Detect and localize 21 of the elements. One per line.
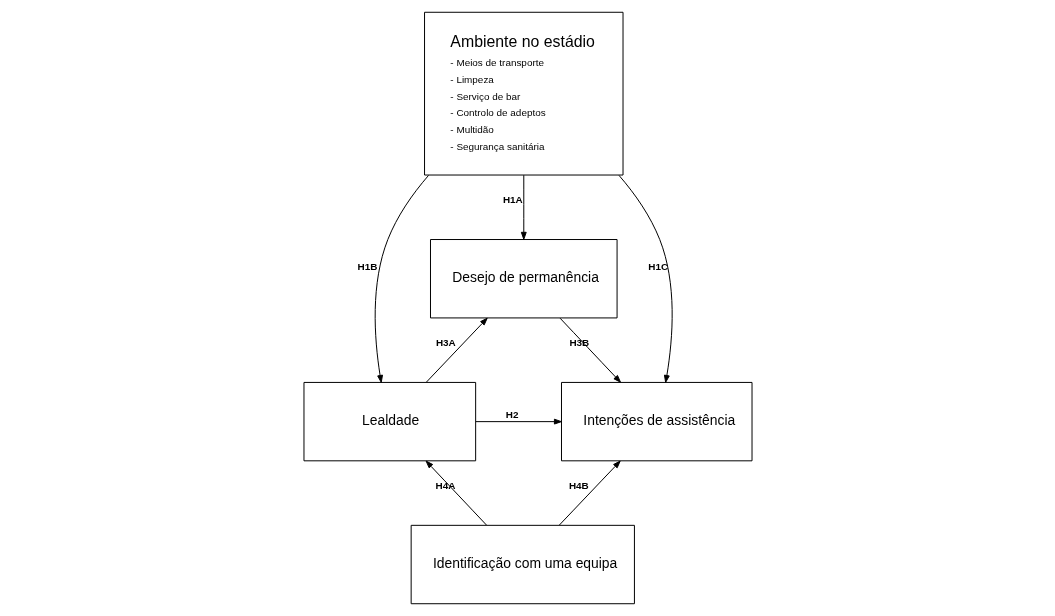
edge-label: H1C	[647, 261, 668, 273]
node-box: Intenções de assistência	[560, 381, 753, 462]
arrow	[474, 418, 562, 425]
arrow	[559, 317, 621, 383]
node-box: Desejo de permanência	[429, 239, 618, 319]
edge-label: H3A	[435, 337, 456, 349]
edge-label: H3B	[568, 337, 589, 349]
arrow	[425, 460, 487, 526]
arrow	[520, 174, 527, 240]
node-box: Identificação com uma equipa	[410, 524, 635, 605]
edge-label: H2	[505, 408, 519, 420]
arrow	[374, 174, 429, 383]
edge-label: H4A	[434, 480, 455, 492]
edge-label: H1A	[502, 194, 523, 206]
node-box: Ambiente no estádio - Meios de transporte - Limpeza - Serviço de bar - Controlo de adeptos - Multidão - Segurança sanitária	[423, 11, 623, 176]
arrow	[558, 460, 621, 526]
edge-label: H4B	[568, 480, 589, 492]
edge-label: H1B	[357, 261, 377, 273]
arrow	[425, 317, 488, 383]
arrow	[618, 174, 673, 383]
node-box: Lealdade	[302, 381, 476, 462]
